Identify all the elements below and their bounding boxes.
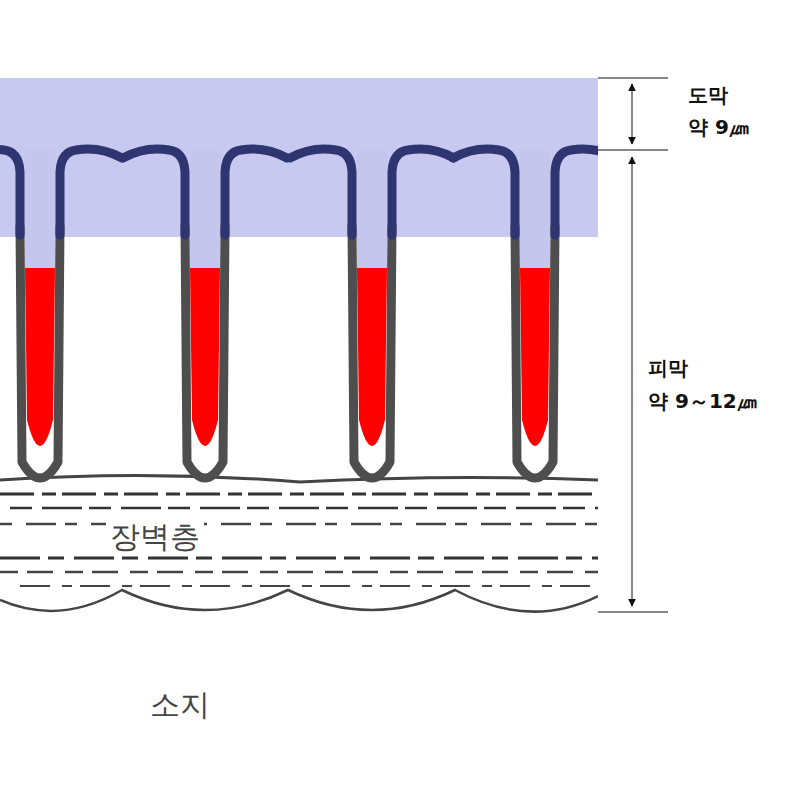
extension-line [598,612,668,613]
barrier-top-line [0,475,598,482]
barrier-scallop [0,590,598,612]
barrier-hatch [0,523,598,526]
pore [290,149,454,478]
pore [123,149,287,478]
dimension-arrow [632,84,633,144]
dimension-arrow [632,157,633,606]
pore [0,149,122,478]
extension-line [598,78,668,79]
dimension-label: 도막 [688,84,728,107]
extension-line [598,150,668,151]
barrier-hatch [0,557,598,560]
part-label: 소지 [146,688,214,723]
pore [453,149,598,478]
dimension-value: 약 9㎛ [688,116,749,139]
barrier-hatch [0,571,598,574]
barrier-hatch [10,507,598,510]
part-label: 장벽층 [106,520,204,555]
dimension-label: 피막 [648,357,688,380]
barrier-hatch [20,585,598,587]
barrier-hatch [0,493,598,496]
dimension-value: 약 9～12㎛ [648,390,757,413]
